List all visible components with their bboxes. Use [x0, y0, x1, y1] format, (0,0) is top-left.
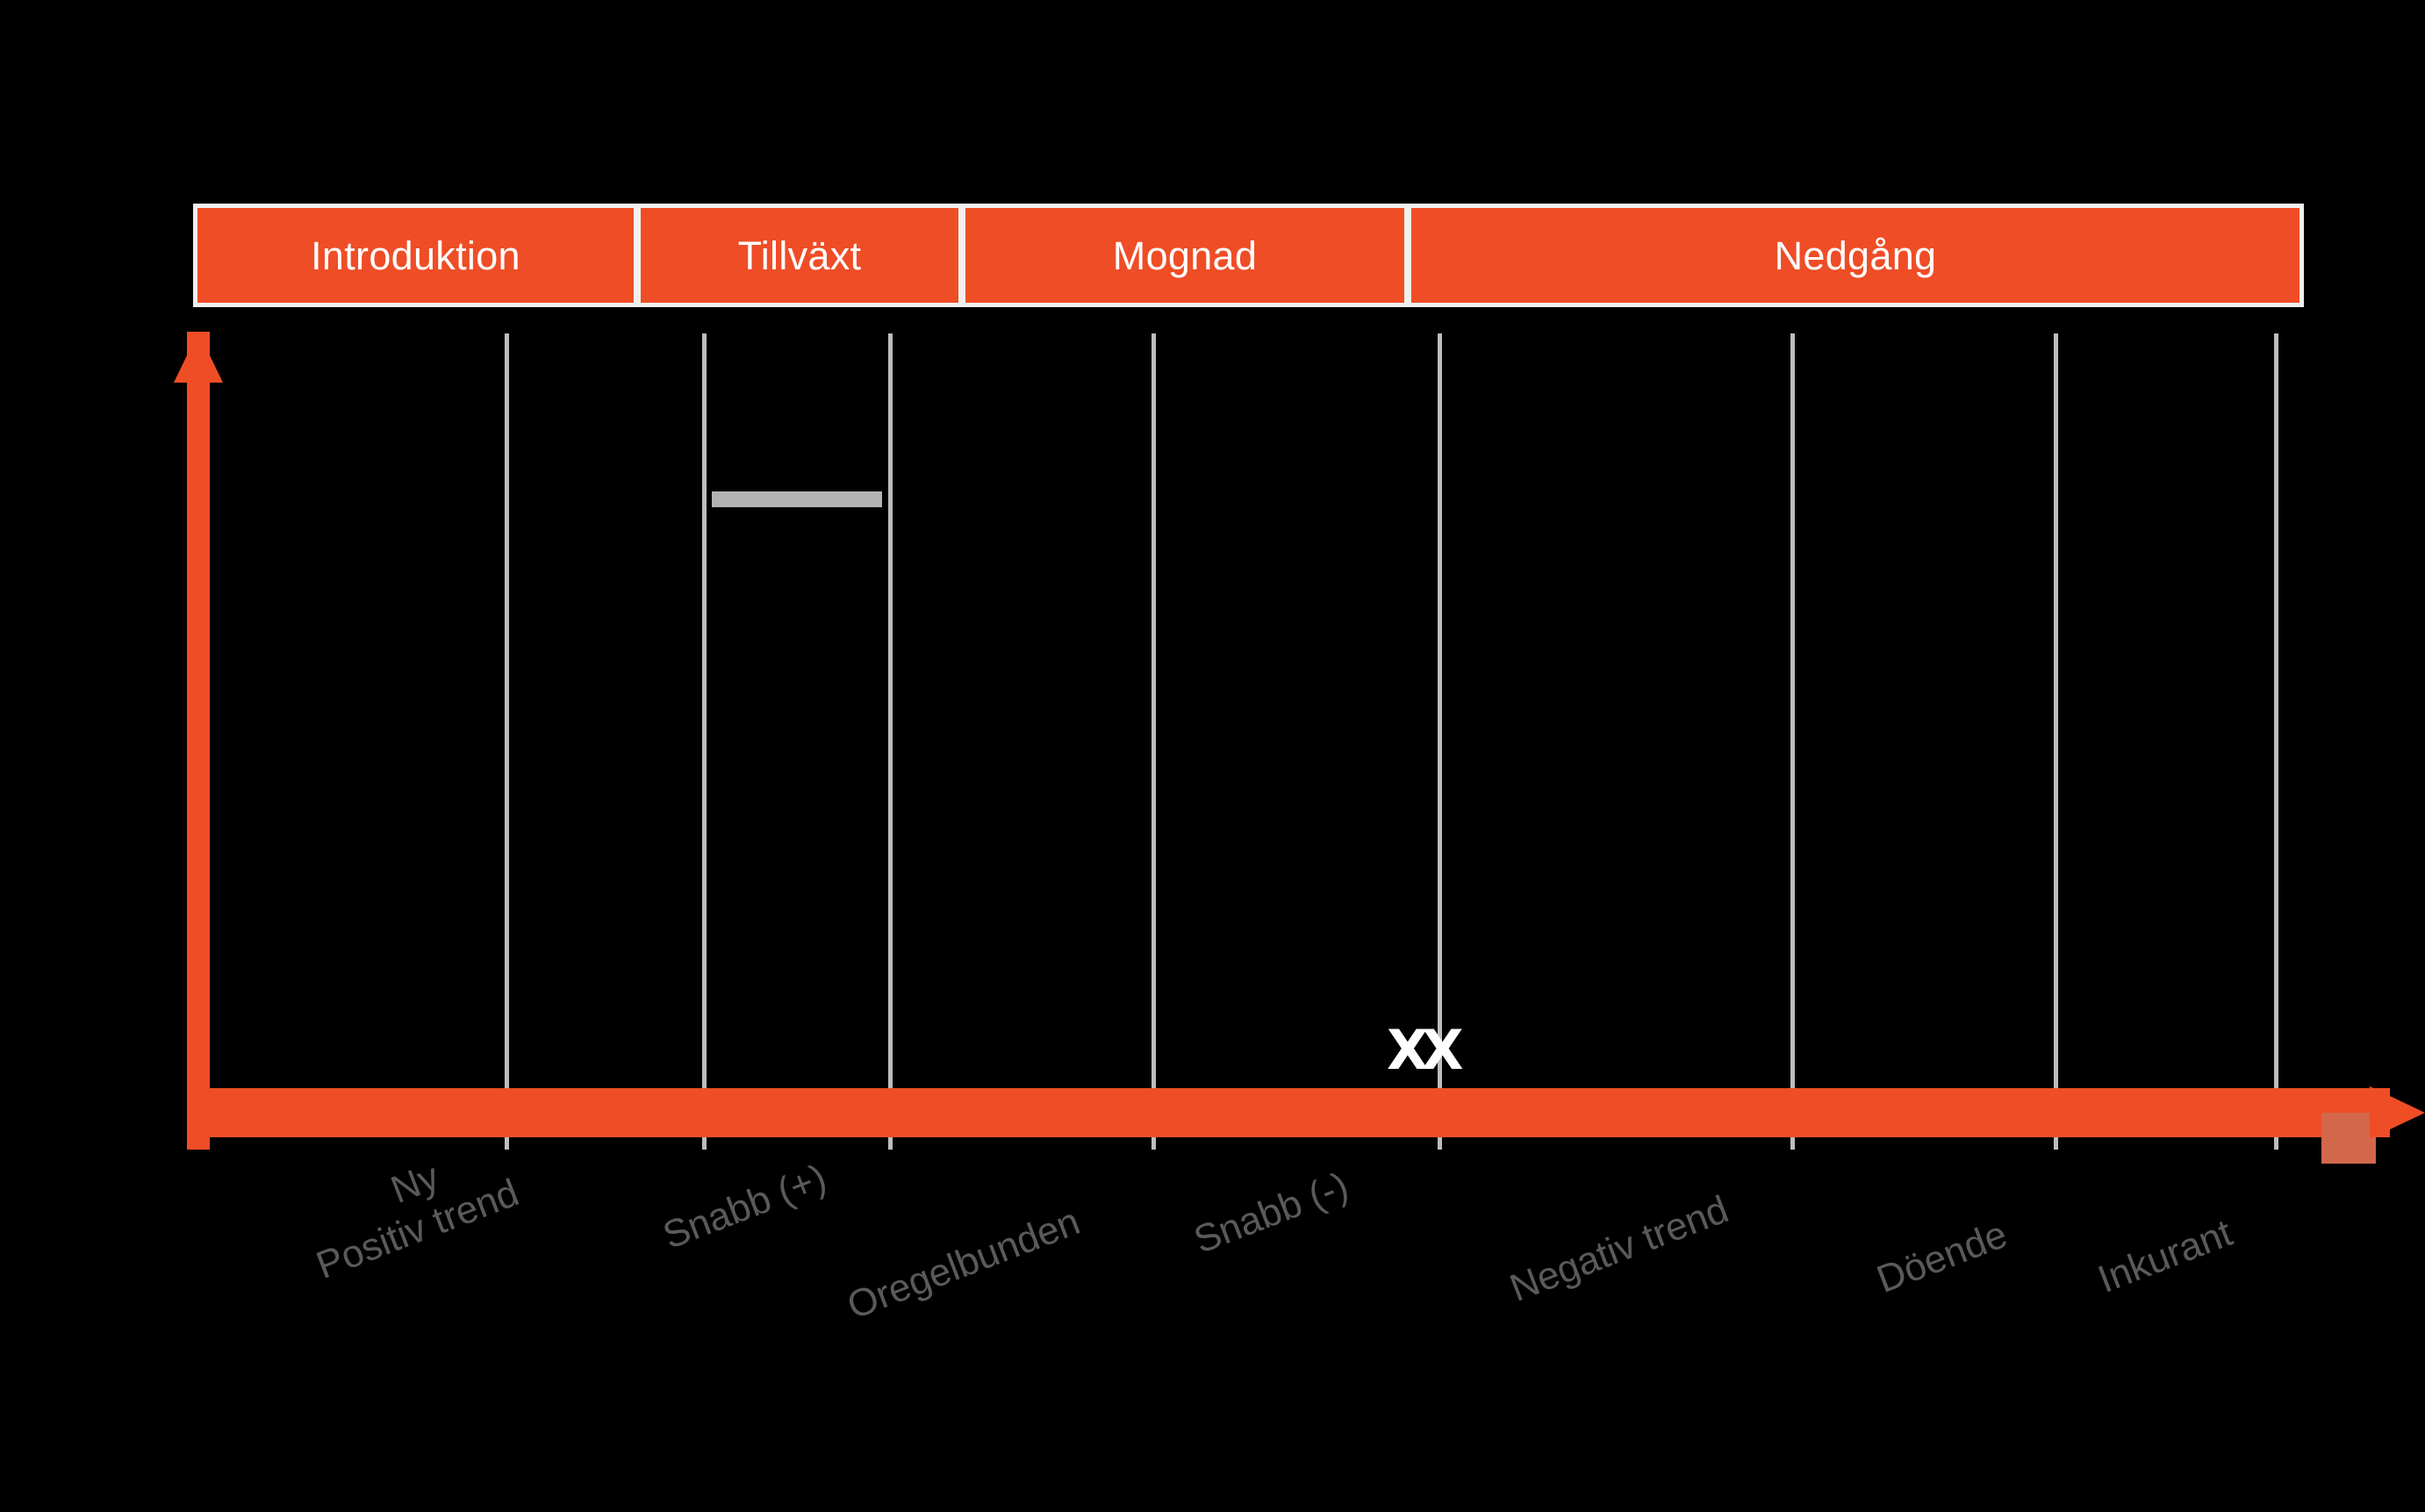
- x-axis-arrowhead-icon: [2370, 1086, 2425, 1139]
- phase-cell-mognad[interactable]: Mognad: [965, 208, 1404, 303]
- phase-label-nedgang: Nedgång: [1774, 233, 1937, 278]
- gridline-4: [1152, 333, 1156, 1150]
- gridline-5: [1438, 333, 1442, 1150]
- category-label-snabb-plus: Snabb (+): [656, 1156, 833, 1258]
- x-axis-notch: [2321, 1113, 2376, 1164]
- category-label-doende: Döende: [1870, 1212, 2013, 1301]
- x-axis: [187, 1088, 2390, 1137]
- category-label-snabb-minus: Snabb (-): [1187, 1164, 1354, 1262]
- gridline-7: [2054, 333, 2058, 1150]
- gridline-6: [1790, 333, 1795, 1150]
- category-label-oregelbunden: Oregelbunden: [841, 1200, 1086, 1328]
- phase-label-introduktion: Introduktion: [311, 233, 520, 278]
- phase-cell-introduktion[interactable]: Introduktion: [197, 208, 634, 303]
- y-axis: [187, 332, 210, 1150]
- plot-area: XX: [193, 333, 2304, 1150]
- gridline-3: [888, 333, 893, 1150]
- phase-cell-tillvaxt[interactable]: Tillväxt: [641, 208, 958, 303]
- category-label-inkurant: Inkurant: [2091, 1211, 2238, 1301]
- phase-header-strip: Introduktion Tillväxt Mognad Nedgång: [193, 204, 2304, 307]
- xx-mark: XX: [1387, 1018, 1464, 1082]
- phase-label-tillvaxt: Tillväxt: [737, 233, 862, 278]
- bar-oregelbunden: [712, 491, 882, 507]
- gridline-1: [505, 333, 509, 1150]
- category-label-negativ-trend: Negativ trend: [1503, 1187, 1734, 1310]
- phase-cell-nedgang[interactable]: Nedgång: [1411, 208, 2299, 303]
- gridline-8: [2274, 333, 2278, 1150]
- gridline-2: [702, 333, 707, 1150]
- phase-label-mognad: Mognad: [1112, 233, 1258, 278]
